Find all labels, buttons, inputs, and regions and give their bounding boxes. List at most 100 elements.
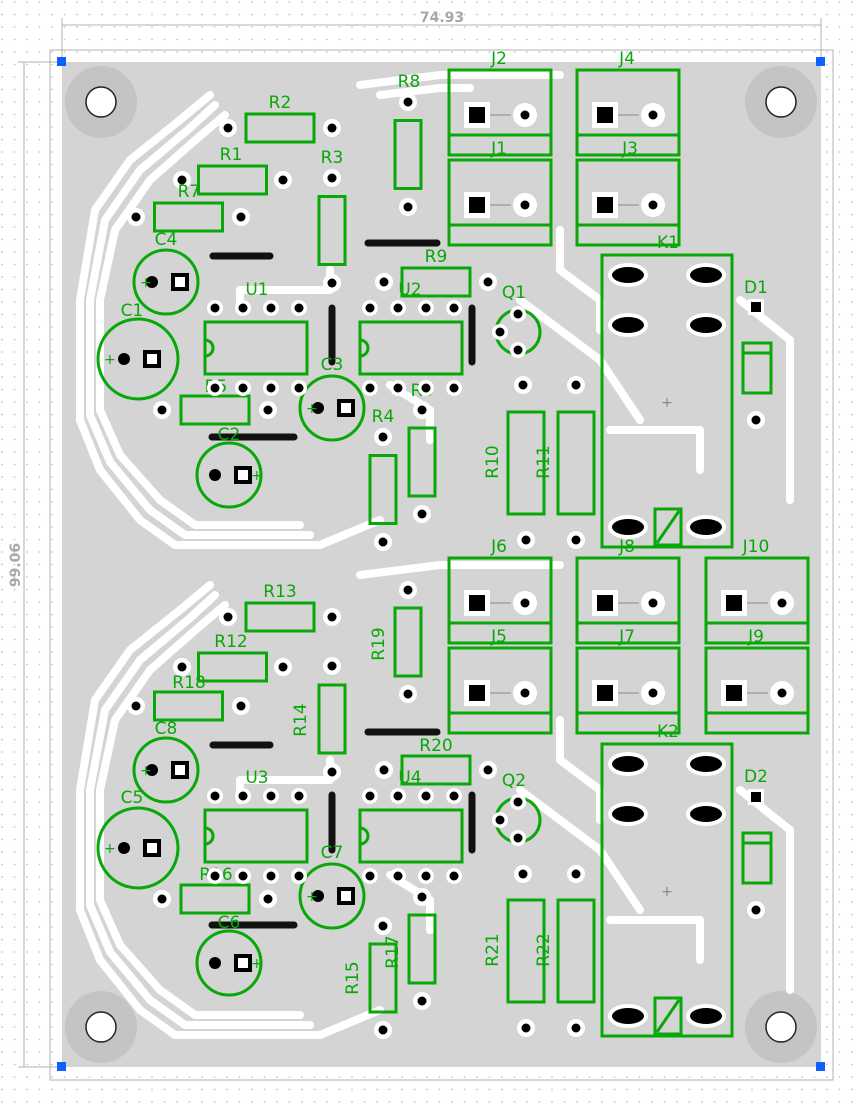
diode-d2[interactable]: D2 xyxy=(741,767,773,919)
capacitor-c8[interactable]: + C8 xyxy=(132,719,200,804)
component-label: J5 xyxy=(490,627,507,647)
connector-j3[interactable]: J3 xyxy=(575,139,681,247)
component-label: R22 xyxy=(534,933,554,966)
component-label: J4 xyxy=(618,49,635,69)
component-label: D1 xyxy=(744,278,768,298)
connector-j6[interactable]: J6 xyxy=(447,537,553,645)
wire-jumpers xyxy=(208,239,476,929)
resistor-r12[interactable]: R12 xyxy=(173,632,292,683)
capacitor-c5[interactable]: +C5 xyxy=(96,788,180,890)
resistor-r9[interactable]: R9 xyxy=(375,247,497,298)
component-label: R11 xyxy=(534,445,554,478)
resistor-r17[interactable]: R17 xyxy=(383,888,437,1010)
component-label: R1 xyxy=(220,145,243,165)
component-label: R3 xyxy=(321,148,344,168)
svg-text:+: + xyxy=(661,395,673,411)
component-label: J3 xyxy=(621,139,638,159)
corner-marker[interactable] xyxy=(57,1062,66,1071)
capacitor-c3[interactable]: + C3 xyxy=(298,355,366,442)
corner-marker[interactable] xyxy=(816,1062,825,1071)
resistor-r14[interactable]: R14 xyxy=(291,657,347,781)
diode-d1[interactable]: D1 xyxy=(741,278,773,429)
component-label: J2 xyxy=(490,49,507,69)
ic-u2[interactable]: U2 xyxy=(358,280,464,396)
resistor-r2[interactable]: R2 xyxy=(219,93,341,144)
component-label: C6 xyxy=(218,913,241,933)
svg-text:+: + xyxy=(306,401,318,417)
component-label: R4 xyxy=(372,407,395,427)
resistor-r4[interactable]: R4 xyxy=(368,407,398,551)
component-label: R21 xyxy=(483,933,503,966)
component-label: R14 xyxy=(291,703,311,736)
board-outline xyxy=(49,49,834,1081)
component-label: C2 xyxy=(218,425,241,445)
connector-j1[interactable]: J1 xyxy=(447,139,553,247)
component-label: R8 xyxy=(398,72,421,92)
component-label: J6 xyxy=(490,537,507,557)
capacitor-c7[interactable]: + C7 xyxy=(298,843,366,930)
component-label: J1 xyxy=(490,139,507,159)
connector-j7[interactable]: J7 xyxy=(575,627,681,735)
svg-text:+: + xyxy=(306,889,318,905)
corner-marker[interactable] xyxy=(816,57,825,66)
component-label: K1 xyxy=(657,233,679,253)
connector-j8[interactable]: J8 xyxy=(575,537,681,645)
svg-text:+: + xyxy=(251,956,263,972)
connector-j4[interactable]: J4 xyxy=(575,49,681,157)
resistor-r11[interactable]: R11 xyxy=(534,410,596,516)
component-label: J10 xyxy=(742,537,770,557)
ic-u4[interactable]: U4 xyxy=(358,768,464,884)
component-label: R10 xyxy=(483,445,503,478)
capacitor-c1[interactable]: +C1 xyxy=(96,301,180,401)
resistor-r10[interactable]: R10 xyxy=(483,410,546,516)
resistor-r19[interactable]: R19 xyxy=(369,581,423,703)
corner-marker[interactable] xyxy=(57,57,66,66)
resistor-r13[interactable]: R13 xyxy=(219,582,341,633)
component-label: R17 xyxy=(383,935,403,968)
dimension-width: 74.93 xyxy=(61,10,822,60)
component-label: K2 xyxy=(657,722,679,742)
component-label: C3 xyxy=(321,355,344,375)
component-label: U2 xyxy=(398,280,421,300)
resistor-r21[interactable]: R21 xyxy=(483,898,546,1004)
component-label: U3 xyxy=(245,768,268,788)
connector-j10[interactable]: J10 xyxy=(704,537,810,645)
resistor-r15[interactable]: R15 xyxy=(343,917,398,1039)
connector-j9[interactable]: J9 xyxy=(704,627,810,735)
mounting-holes xyxy=(65,66,817,1063)
transistor-q1[interactable]: Q1 xyxy=(492,283,542,358)
svg-text:+: + xyxy=(104,352,116,368)
component-label: R18 xyxy=(172,673,205,693)
resistor-r20[interactable]: R20 xyxy=(375,736,497,786)
relay-k1[interactable]: + K1 xyxy=(600,233,734,549)
component-label: R20 xyxy=(419,736,452,756)
capacitor-c4[interactable]: + C4 xyxy=(132,230,200,316)
capacitor-c2[interactable]: +C2 xyxy=(195,425,263,509)
resistor-r18[interactable]: R18 xyxy=(127,673,250,722)
connector-j2[interactable]: J2 xyxy=(447,49,553,157)
relay-k2[interactable]: +K2 xyxy=(600,722,734,1038)
ic-u1[interactable]: U1 xyxy=(203,280,309,396)
component-label: R9 xyxy=(425,247,448,267)
component-label: C4 xyxy=(155,230,178,250)
svg-text:+: + xyxy=(140,275,152,291)
width-dimension-label: 74.93 xyxy=(420,10,464,26)
capacitor-c6[interactable]: + C6 xyxy=(195,913,263,997)
svg-text:+: + xyxy=(140,763,152,779)
component-label: Q1 xyxy=(502,283,526,303)
transistor-q2[interactable]: Q2 xyxy=(492,771,542,846)
component-label: C8 xyxy=(155,719,178,739)
component-label: U1 xyxy=(245,280,268,300)
component-label: C7 xyxy=(321,843,344,863)
dimension-height: 99.06 xyxy=(8,61,60,1068)
resistor-r22[interactable]: R22 xyxy=(534,898,596,1004)
resistor-r3[interactable]: R3 xyxy=(317,148,347,292)
resistor-r7[interactable]: R7 xyxy=(127,182,250,233)
connector-j5[interactable]: J5 xyxy=(447,627,553,735)
component-label: J7 xyxy=(618,627,635,647)
component-layer: R2R1R7R3R8R9R5R4R6R10R11+C4+C1+C3+C2U1U2… xyxy=(96,49,810,1039)
ic-u3[interactable]: U3 xyxy=(203,768,309,884)
resistor-r8[interactable]: R8 xyxy=(393,72,423,216)
resistor-r1[interactable]: R1 xyxy=(173,145,292,196)
